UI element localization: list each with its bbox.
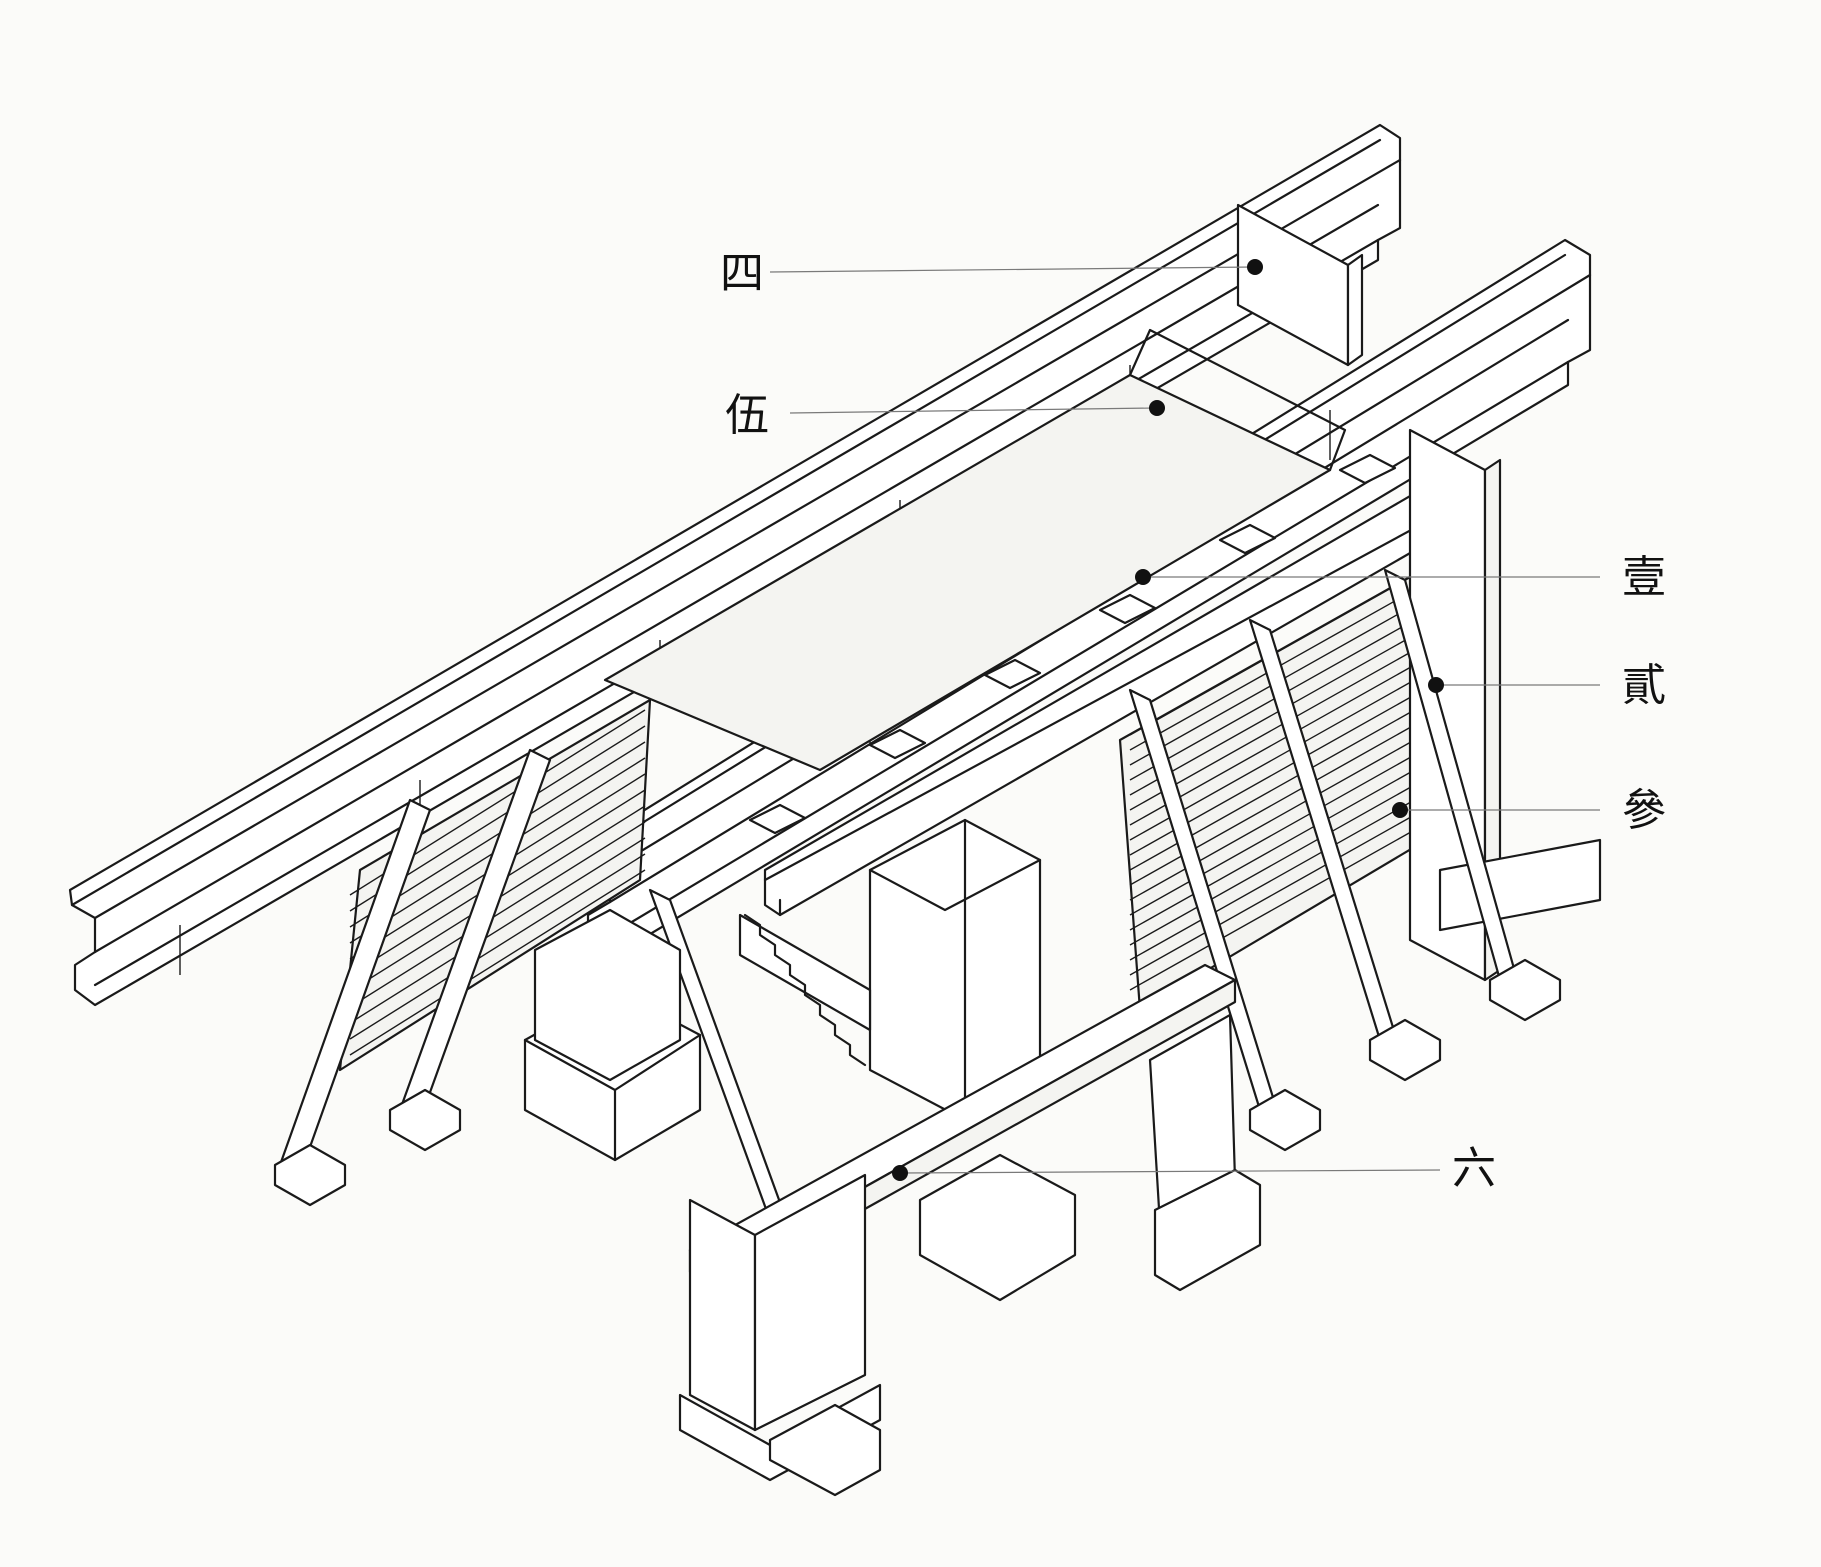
callout-dots <box>892 259 1444 1181</box>
callout-label-shi: 四 <box>720 248 764 299</box>
panel-rib <box>349 869 646 1056</box>
top-deck <box>603 328 1347 772</box>
leader-lines <box>769 266 1600 1174</box>
callout-labels: 四 伍 壹 貳 參 六 <box>720 248 1666 1194</box>
end-plate <box>1236 203 1364 367</box>
brace-feet <box>273 958 1562 1207</box>
callout-label-wu: 伍 <box>725 390 769 441</box>
panel-rib <box>1129 734 1451 916</box>
stepped-edge <box>743 913 867 1067</box>
panel-rib <box>349 821 646 1008</box>
callout-label-san: 參 <box>1622 785 1666 836</box>
panel-rib <box>349 837 646 1024</box>
panel-rib <box>1129 719 1451 901</box>
left-pedestal <box>523 908 702 1162</box>
panel-rib <box>349 853 646 1040</box>
panel-rib <box>1129 794 1451 976</box>
panel-rib <box>1129 764 1451 946</box>
inclined-braces <box>278 568 1522 1342</box>
front-walls <box>678 1013 1262 1497</box>
shear-studs <box>748 453 1397 835</box>
panel-rib <box>1129 749 1451 931</box>
callout-label-yi: 壹 <box>1622 552 1666 603</box>
callout-label-liu: 六 <box>1452 1143 1496 1194</box>
panel-rib <box>1129 599 1451 781</box>
panel-rib <box>1129 809 1451 991</box>
callout-label-er: 貳 <box>1622 660 1666 711</box>
